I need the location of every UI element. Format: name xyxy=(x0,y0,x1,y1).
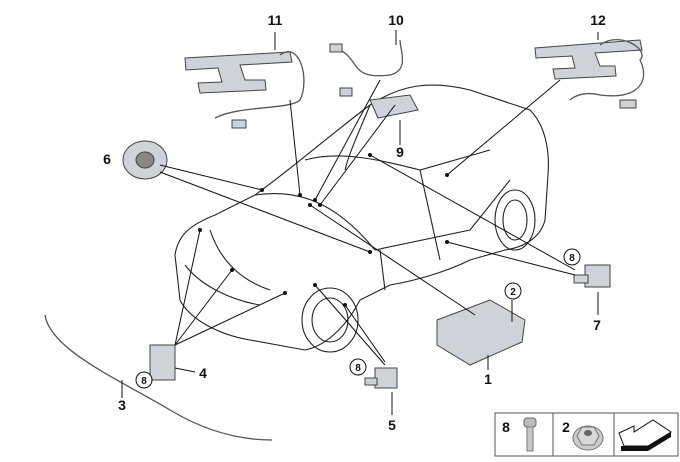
leader-lines xyxy=(121,30,599,415)
part-label-12: 12 xyxy=(590,12,606,28)
control-unit-part xyxy=(436,299,526,366)
part-label-10: 10 xyxy=(388,12,404,28)
part-label-5: 5 xyxy=(388,417,396,433)
part-label-4: 4 xyxy=(199,365,207,381)
part-label-1: 1 xyxy=(484,371,492,387)
arrow-icon xyxy=(618,419,672,451)
circled-label-8-right-text: 8 xyxy=(569,253,575,264)
legend-nut-label: 2 xyxy=(562,419,570,435)
circled-label-8-right: 8 xyxy=(563,248,581,266)
part-label-6: 6 xyxy=(103,151,111,167)
legend-screw-label: 8 xyxy=(502,419,510,435)
airbag-sensor-mats xyxy=(184,39,645,129)
part-label-9: 9 xyxy=(396,144,404,160)
loudspeaker-part xyxy=(122,140,168,180)
circled-label-8-left-text: 8 xyxy=(141,376,147,387)
circled-label-2: 2 xyxy=(504,282,522,300)
screw-icon xyxy=(523,417,537,452)
nut-icon xyxy=(572,425,604,451)
circled-label-8-left: 8 xyxy=(135,371,153,389)
part-label-11: 11 xyxy=(268,12,283,28)
circled-label-8-front-text: 8 xyxy=(355,363,361,374)
circled-label-2-text: 2 xyxy=(510,287,516,298)
part-label-7: 7 xyxy=(593,317,601,333)
hardware-legend: 8 2 xyxy=(494,412,679,457)
sensor-parts xyxy=(44,264,611,441)
circled-label-8-front: 8 xyxy=(349,358,367,376)
part-label-3: 3 xyxy=(118,397,126,413)
